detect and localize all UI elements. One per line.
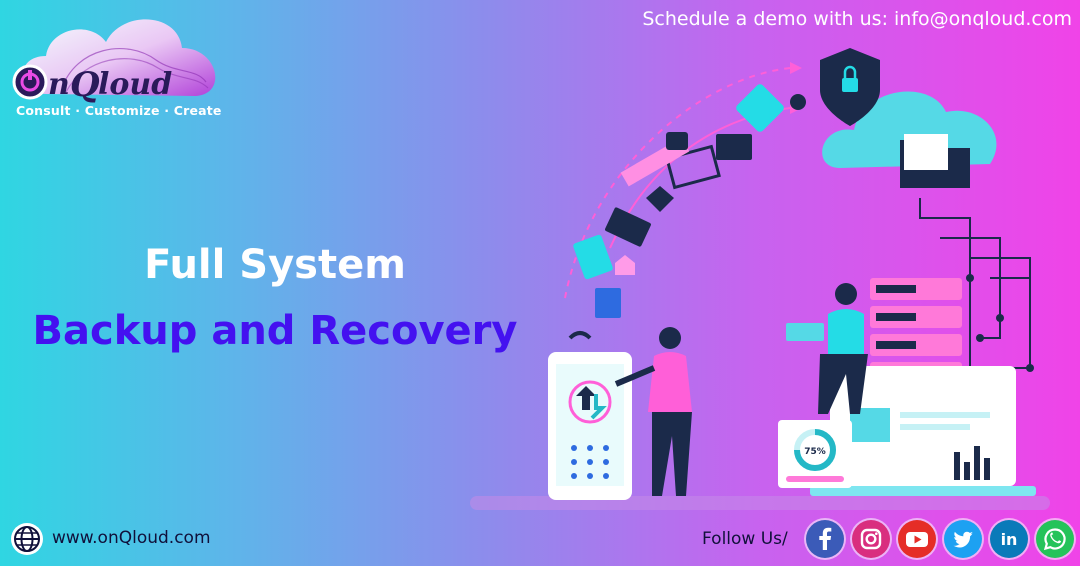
image-icon [716,134,752,160]
youtube-icon[interactable] [898,520,936,558]
person-man [614,327,692,496]
gauge-label: 75% [804,447,826,457]
facebook-icon[interactable] [806,520,844,558]
svg-text:loud: loud [98,67,172,102]
code-icon [736,84,784,132]
wifi-icon [568,331,592,340]
globe-icon [11,523,43,555]
schedule-demo-text: Schedule a demo with us: info@onqloud.co… [642,8,1072,30]
whatsapp-icon[interactable] [1036,520,1074,558]
shield-icon [646,186,674,212]
calculator-icon [595,288,621,318]
svg-text:Q: Q [70,65,100,105]
mail-icon [665,144,721,190]
logo-tagline: Consult · Customize · Create [16,103,222,118]
progress-gauge [794,429,836,471]
onqloud-logo: n Q loud [12,19,216,105]
backup-illustration: 75% [470,48,1050,510]
headline-line-1: Full System [144,242,406,288]
headline-line-2: Backup and Recovery [32,308,518,354]
pin-icon [790,94,806,110]
svg-text:n: n [48,67,70,102]
laptop-dashboard [810,366,1036,496]
lock-icon [615,255,635,275]
twitter-icon[interactable] [944,520,982,558]
chat-icon [605,207,651,247]
linkedin-icon[interactable]: in [990,520,1028,558]
cloud-storage [820,48,997,188]
svg-text:in: in [1001,530,1018,549]
instagram-icon[interactable] [852,520,890,558]
progress-panel: 75% [778,420,852,488]
padlock-icon [842,78,858,92]
floating-icons [568,84,806,340]
website-link[interactable]: www.onQloud.com [52,528,211,548]
smartphone [548,352,632,500]
search-icon [666,132,688,150]
clipboard-icon [573,234,613,280]
follow-us-label: Follow Us/ [702,529,788,549]
person-woman [786,283,868,414]
